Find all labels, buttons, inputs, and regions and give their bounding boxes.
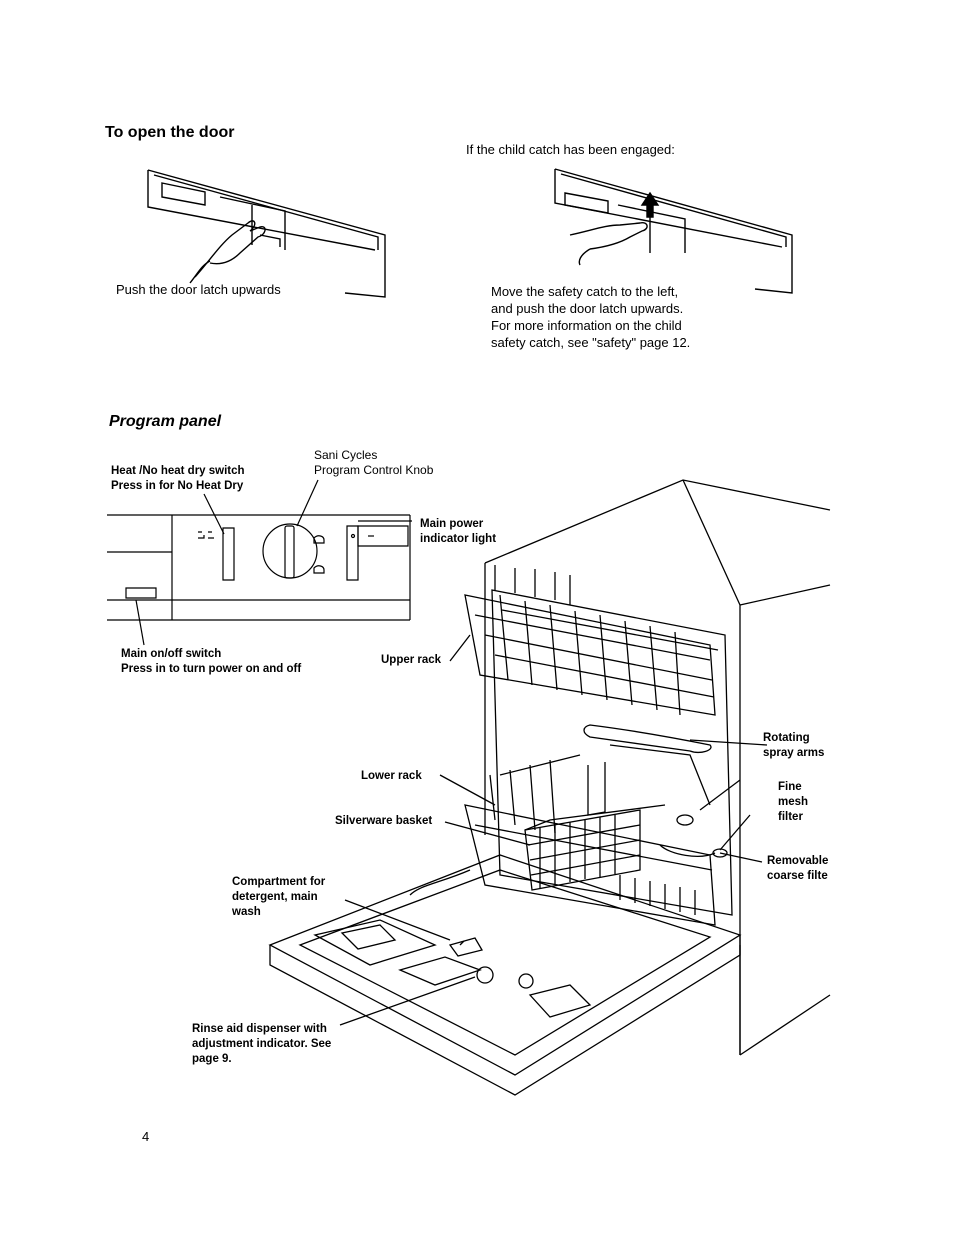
silverware-basket-label: Silverware basket (335, 815, 433, 827)
detergent-compartment-label: Compartment for detergent, main wash (232, 876, 326, 918)
fine-filter-label: Fine mesh filter (778, 781, 809, 823)
rinse-aid-label: Rinse aid dispenser with adjustment indi… (192, 1023, 332, 1065)
dishwasher-illustration (270, 475, 835, 1095)
main-switch-label: Main on/off switch Press in to turn powe… (121, 648, 302, 675)
door-heading: To open the door (105, 124, 235, 141)
control-panel-illustration (100, 490, 430, 650)
spray-arms-label: Rotating spray arms (763, 732, 825, 759)
push-latch-caption: Push the door latch upwards (116, 282, 281, 297)
lower-rack-label: Lower rack (361, 770, 422, 782)
child-catch-intro: If the child catch has been engaged: (466, 142, 675, 157)
child-catch-illustration (550, 165, 800, 300)
knob-label: Sani Cycles Program Control Knob (314, 448, 434, 477)
page-number: 4 (142, 1129, 150, 1144)
heat-switch-label: Heat /No heat dry switch Press in for No… (111, 465, 245, 492)
upper-rack-label: Upper rack (381, 654, 442, 666)
safety-catch-caption: Move the safety catch to the left, and p… (491, 284, 691, 350)
coarse-filter-label: Removable coarse filte (767, 855, 829, 882)
main-power-light-label: Main power indicator light (420, 518, 497, 545)
program-panel-heading: Program panel (109, 413, 222, 430)
door-latch-illustration (140, 165, 395, 300)
